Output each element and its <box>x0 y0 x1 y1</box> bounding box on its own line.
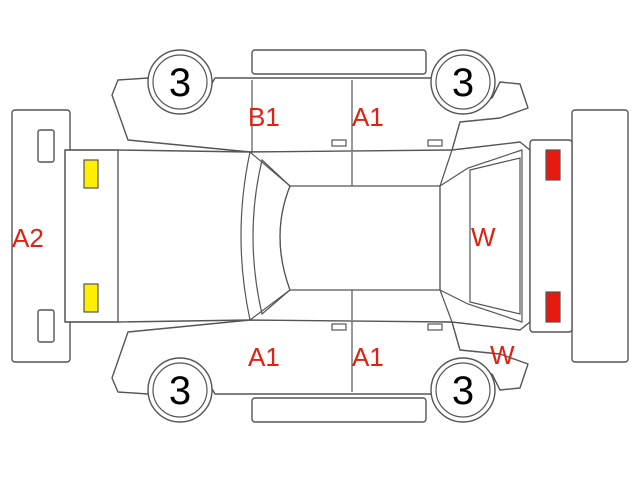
a-pillar-top <box>249 151 291 187</box>
rear-glass <box>439 149 523 323</box>
wheel-front-left: 3 <box>147 49 213 115</box>
bottom-rear-handle <box>331 323 347 331</box>
top-front-handle <box>427 139 443 147</box>
a-pillar-bottom <box>249 289 291 321</box>
wheel-rear-left: 3 <box>430 49 496 115</box>
wheel-front-right: 3 <box>147 357 213 423</box>
c-pillar-top <box>439 149 453 187</box>
wheel-front-right-value: 3 <box>169 369 191 413</box>
cabin-outline <box>240 151 251 321</box>
roof-panel <box>279 185 441 291</box>
tailgate-panel <box>529 139 573 333</box>
right-bumper <box>571 109 629 363</box>
mark-top-rear-door: B1 <box>248 102 280 132</box>
wheel-rear-left-value: 3 <box>452 61 474 105</box>
top-side-skirt <box>251 49 427 75</box>
left-bumper-slot-top <box>37 129 55 163</box>
headlamp-top <box>83 159 99 189</box>
mark-top-front-door: A1 <box>352 102 384 132</box>
bottom-front-handle <box>427 323 443 331</box>
rear-window-inner <box>469 157 521 315</box>
bottom-side-skirt <box>251 397 427 423</box>
wheel-rear-right: 3 <box>430 357 496 423</box>
left-bumper-slot-bottom <box>37 309 55 343</box>
mark-front-bumper: A2 <box>12 223 44 253</box>
headlamp-bottom <box>83 283 99 313</box>
car-body-top-view <box>64 141 531 331</box>
mark-bottom-rear-door: A1 <box>248 342 280 372</box>
taillamp-top <box>545 149 561 181</box>
mark-windshield: W <box>471 222 496 252</box>
c-pillar-bottom <box>439 289 453 323</box>
top-rear-handle <box>331 139 347 147</box>
wheel-rear-right-value: 3 <box>452 369 474 413</box>
wheel-front-left-value: 3 <box>169 61 191 105</box>
taillamp-bottom <box>545 291 561 323</box>
mark-bottom-front-fender: W <box>490 340 515 370</box>
mark-bottom-front-door: A1 <box>352 342 384 372</box>
